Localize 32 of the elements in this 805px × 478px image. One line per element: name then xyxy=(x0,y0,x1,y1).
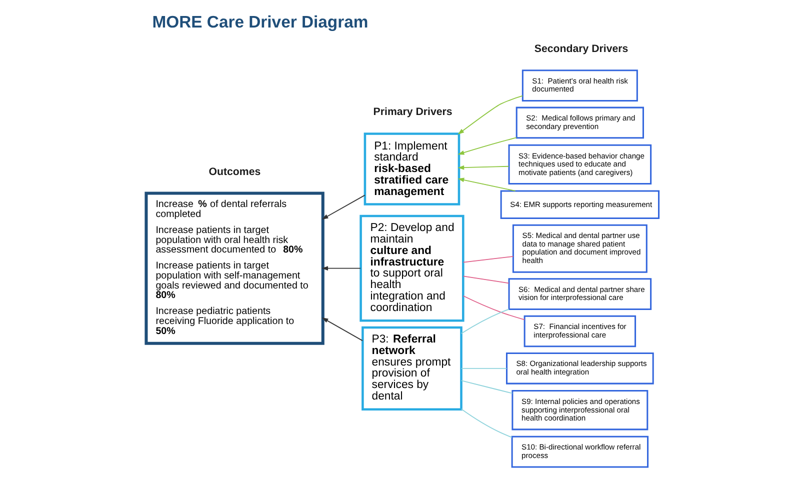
node-box: S8: Organizational leadership supports oral health integration xyxy=(506,352,654,384)
connector xyxy=(460,367,508,368)
node-box: S9: Internal policies and operations supporting interprofessional oral health coordination xyxy=(512,390,648,430)
node-box: S1: Patient's oral health risk documented xyxy=(522,69,638,101)
node-box: P3: Referral network ensures prompt provision of services by dental xyxy=(362,326,462,410)
arrow xyxy=(458,136,517,154)
node-box: S10: Bi-directional workflow referral process xyxy=(511,435,649,468)
node-box: P1: Implement standard risk-based stratified care management xyxy=(364,132,460,205)
label: Outcomes xyxy=(208,165,261,178)
label: Secondary Drivers xyxy=(534,42,628,54)
node-box: P2: Develop and maintain culture and infrastructure to support oral health integration and coordination xyxy=(360,214,464,322)
connector xyxy=(462,255,514,262)
node-box: S7: Financial incentives for interprofessional care xyxy=(524,314,636,347)
connector xyxy=(460,380,513,394)
arrow xyxy=(322,194,366,219)
connector xyxy=(460,408,512,438)
diagram-title: MORE Care Driver Diagram xyxy=(152,12,368,32)
connector xyxy=(460,308,510,334)
arrow xyxy=(322,266,362,270)
node-box: S5: Medical and dental partner use data to manage shared patient population and document improved health xyxy=(512,224,648,272)
node-box: S6: Medical and dental partner share vision for interprofessional care xyxy=(508,278,652,310)
arrow xyxy=(458,94,524,134)
node-box: S2: Medical follows primary and secondary prevention xyxy=(516,106,644,138)
arrow xyxy=(458,177,516,191)
node-box: S3: Evidence-based behavior change techniques used to educate and motivate patients (and caregivers) xyxy=(508,144,652,184)
arrow xyxy=(458,164,510,170)
label: Primary Drivers xyxy=(373,105,452,118)
node-box: S4: EMR supports reporting measurement xyxy=(500,190,660,219)
node-box: Increase % of dental referrals completed Increase patients in target population with oral health risk assessment documented to 80% Increase patients in target population with self-management goals reviewed and documented to 80% Increase pediatric patients receiving Fluoride application to 50% xyxy=(144,191,324,344)
arrow xyxy=(322,317,363,341)
connector xyxy=(462,294,525,320)
connector xyxy=(462,275,510,284)
